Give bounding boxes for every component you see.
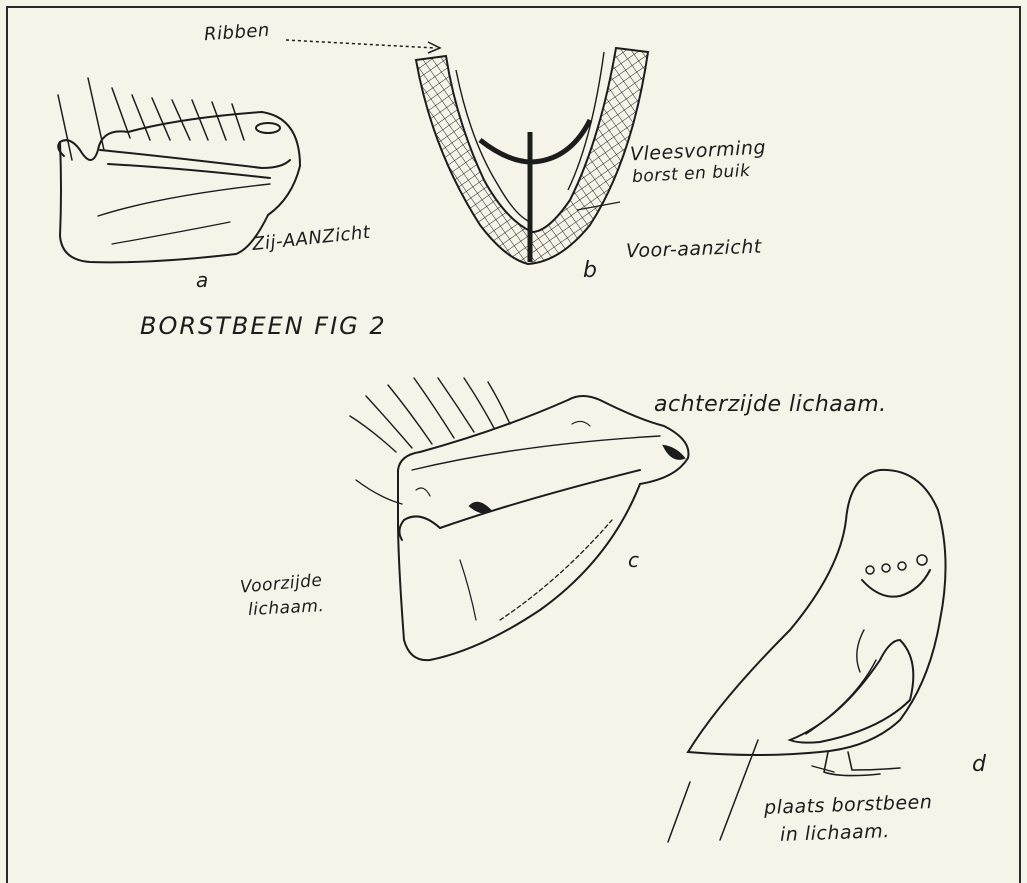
figure-d-letter: d [972, 752, 986, 777]
figure-c-sternum-perspective [350, 378, 689, 660]
figure-a-ribs [58, 78, 244, 160]
figure-b-keel-curve [480, 120, 590, 162]
figure-b-sternum-front [416, 48, 648, 264]
figure-c-rear-label: achterzijde lichaam. [654, 392, 887, 417]
figure-d-bird-outline [688, 470, 946, 755]
figure-c-front-label-line2: lichaam. [248, 596, 325, 620]
figure-d-position-label-line2: in lichaam. [780, 820, 890, 846]
figure-d-wing [790, 640, 913, 743]
figure-a-letter: a [196, 268, 209, 292]
ribs-pointer-arrow [286, 40, 436, 48]
figure-c-ribs [350, 378, 510, 504]
figure-b-letter: b [583, 258, 597, 283]
figure-c-letter: c [628, 548, 640, 572]
figure-title: BORSTBEEN FIG 2 [140, 312, 387, 340]
figure-d-legs [824, 752, 900, 776]
figure-d-bird [668, 470, 946, 842]
